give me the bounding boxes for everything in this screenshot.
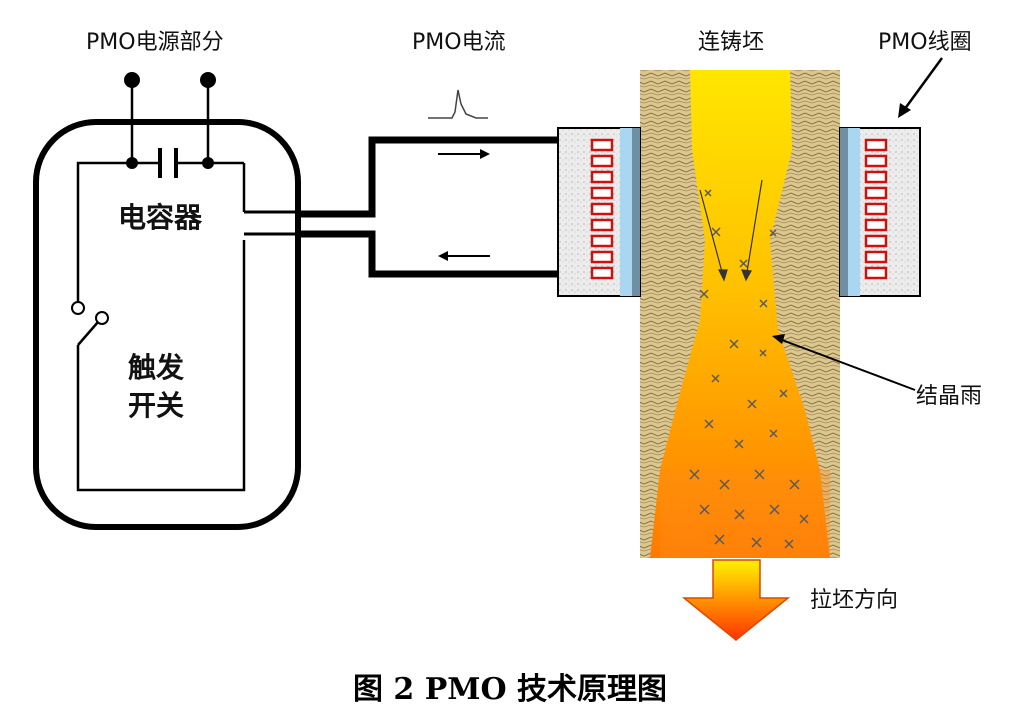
current-arrow-left xyxy=(438,251,490,261)
inner-circuit xyxy=(76,80,246,492)
pmo-coil-right xyxy=(839,127,921,297)
power-section xyxy=(33,72,301,530)
current-arrow-right xyxy=(438,149,490,159)
label-power-section: PMO电源部分 xyxy=(86,30,224,55)
label-casting-billet: 连铸坯 xyxy=(698,30,765,55)
capacitor-symbol xyxy=(126,148,214,178)
switch-symbol xyxy=(71,300,109,346)
terminal-right xyxy=(200,72,216,88)
casting-billet xyxy=(640,70,840,558)
coil-windings-left xyxy=(590,138,614,280)
coil-windings-right xyxy=(864,138,888,280)
label-trigger-line1: 触发 xyxy=(128,351,185,384)
label-trigger-line2: 开关 xyxy=(128,389,185,422)
label-pmo-current: PMO电流 xyxy=(412,30,506,55)
crystal-star-icon xyxy=(689,189,809,549)
label-capacitor: 电容器 xyxy=(118,201,203,234)
cable-pair xyxy=(298,136,558,278)
crystal-rain-particles xyxy=(689,189,809,549)
label-pmo-coil: PMO线圈 xyxy=(878,30,972,55)
crystal-rain-pointer xyxy=(772,334,916,391)
label-withdrawal-direction: 拉坯方向 xyxy=(810,588,899,613)
flow-arrows xyxy=(699,179,763,282)
label-crystal-rain: 结晶雨 xyxy=(916,384,983,409)
liquid-core xyxy=(650,70,830,558)
coil-pointer-arrow xyxy=(898,57,944,118)
down-arrow-icon xyxy=(681,559,791,641)
figure-caption: 图 2 PMO 技术原理图 xyxy=(352,672,668,707)
terminal-left xyxy=(124,72,140,88)
pmo-coil-left xyxy=(557,127,641,297)
power-enclosure xyxy=(33,119,301,530)
current-pulse-icon xyxy=(428,89,488,119)
